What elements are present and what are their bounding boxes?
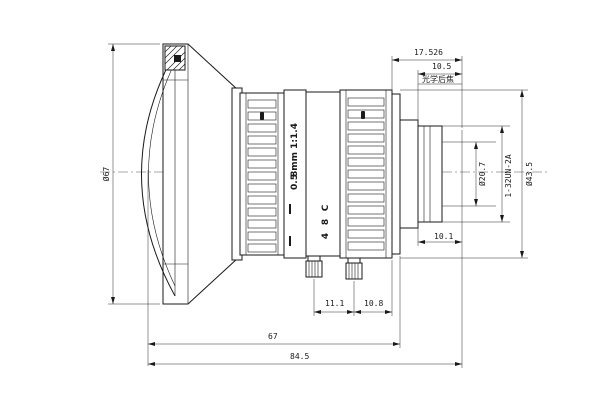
lens-model-marking: 8mm 1:1.4	[290, 123, 300, 177]
dimension-rear-diameter	[400, 89, 528, 259]
locking-screw-2	[345, 257, 363, 280]
dimension-mount-length	[417, 130, 463, 246]
locking-screw-1	[305, 255, 323, 278]
dimension-body-length	[147, 170, 401, 366]
dimension-screw-offsets	[313, 260, 393, 316]
label-screw-offset-1: 11.1	[325, 299, 344, 308]
label-back-focus: 光学后焦	[422, 74, 454, 84]
dimension-outer-diameter	[108, 43, 160, 305]
ring-index-marks	[260, 111, 365, 246]
focus-distance-marking: 0.5	[290, 174, 300, 190]
rear-mount	[399, 119, 443, 229]
dimension-mount-diameter	[442, 141, 496, 207]
aperture-mark-4: 4	[321, 233, 331, 239]
label-thread: 1-32UN-2A	[504, 154, 513, 198]
label-flange-10-5: 10.5	[432, 62, 451, 71]
front-lens-hood	[141, 43, 239, 305]
dimension-thread	[442, 125, 510, 223]
dimension-total-length	[148, 246, 463, 368]
aperture-ring-ribs	[347, 97, 385, 251]
label-mount-diameter: Ø20.7	[477, 162, 487, 186]
dimension-flange-10-5	[417, 70, 462, 124]
aperture-mark-c: C	[321, 204, 331, 211]
label-screw-offset-2: 10.8	[364, 299, 383, 308]
front-glass-dome	[141, 51, 176, 297]
label-outer-diameter: Ø67	[101, 167, 111, 182]
aperture-mark-8: 8	[321, 219, 331, 225]
label-total-length: 84.5	[290, 352, 309, 361]
label-rear-diameter: Ø43.5	[524, 162, 534, 186]
hood-section-detail	[164, 45, 186, 71]
dimension-flange-17-526	[391, 56, 463, 128]
label-mount-length: 10.1	[434, 232, 453, 241]
label-body-length: 67	[268, 332, 278, 341]
label-flange-17-526: 17.526	[414, 48, 443, 57]
